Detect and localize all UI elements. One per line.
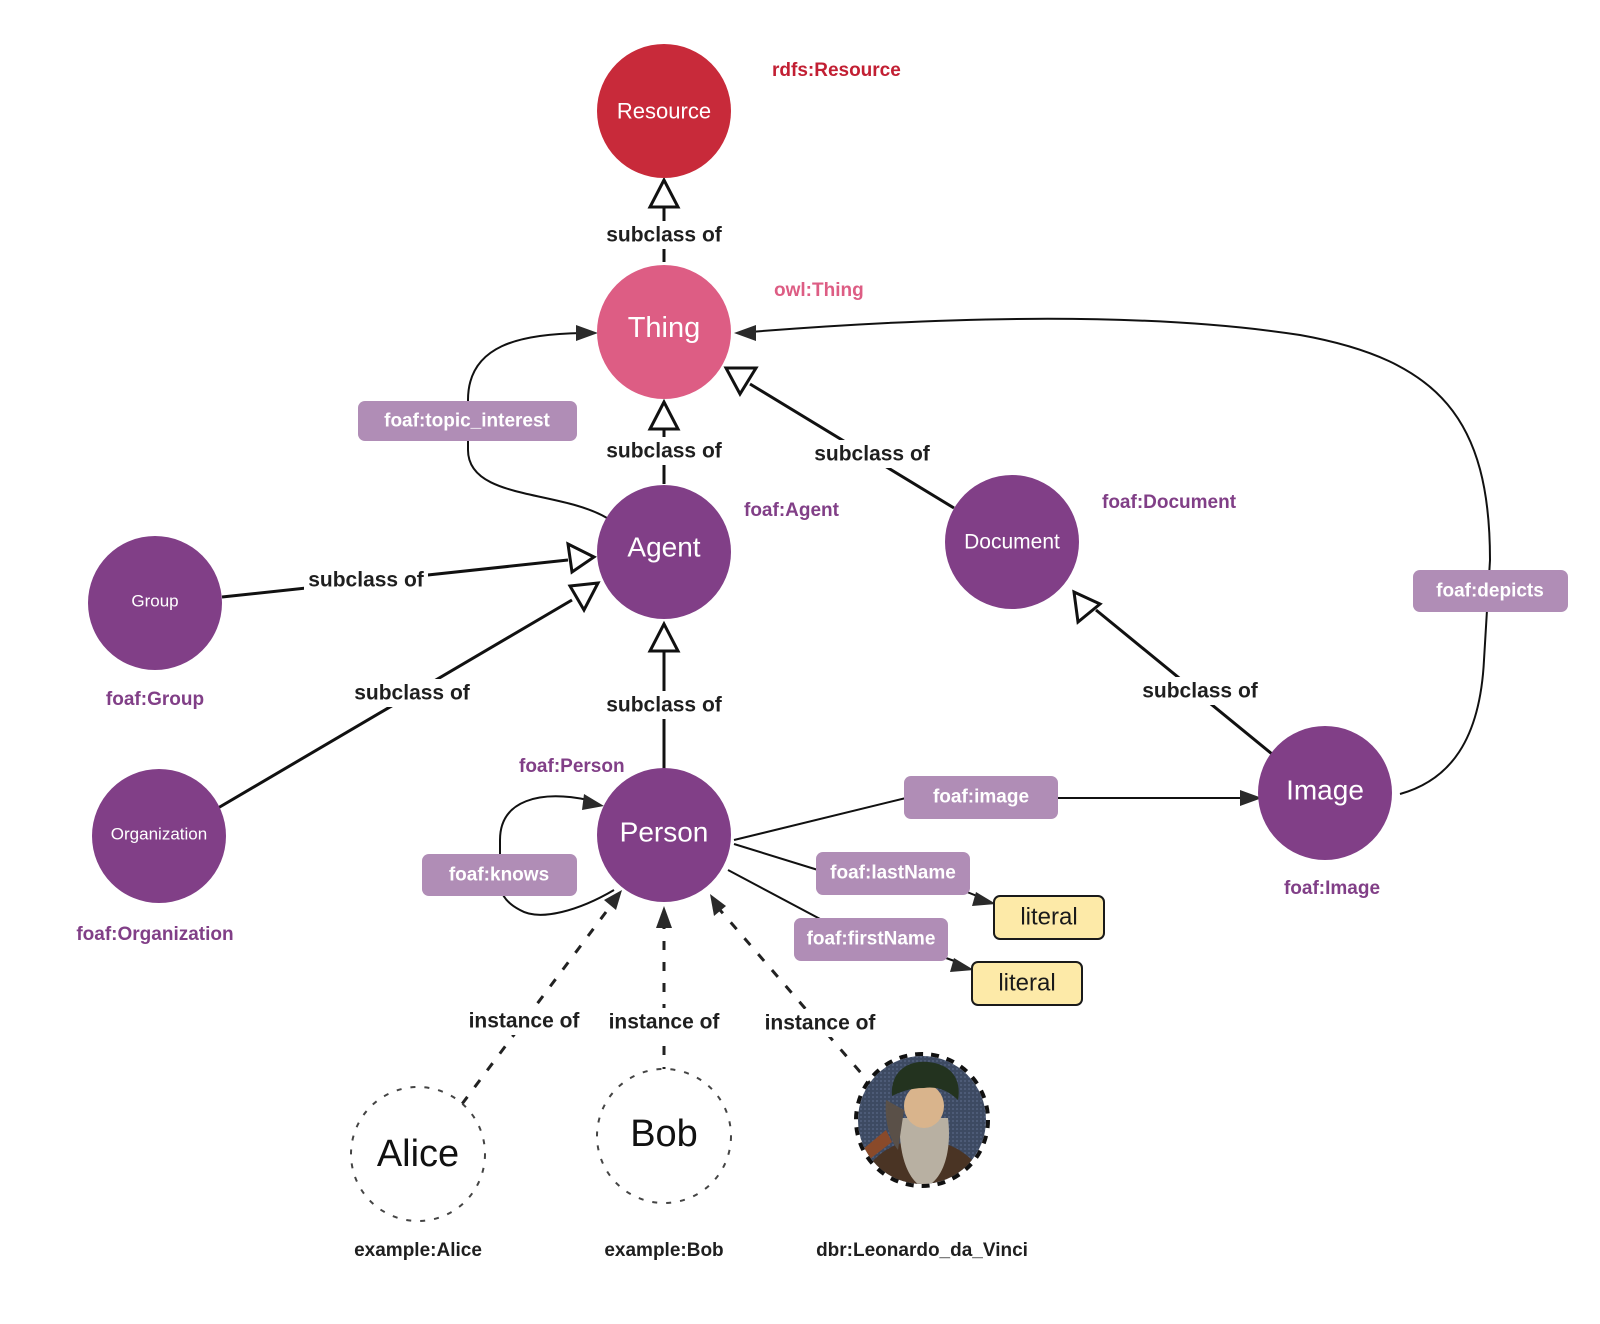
- arrowhead-icon: [734, 325, 756, 341]
- node-label: Thing: [628, 312, 701, 344]
- property-label: foaf:image: [933, 787, 1029, 808]
- arrowhead-icon: [582, 794, 604, 810]
- instance-alice[interactable]: Alice: [350, 1086, 486, 1222]
- hollow-arrowhead-icon: [647, 398, 681, 431]
- node-image[interactable]: Image: [1258, 726, 1392, 860]
- node-label: Agent: [627, 532, 700, 563]
- ns-label-resource: rdfs:Resource: [772, 60, 901, 81]
- ns-label-organization: foaf:Organization: [76, 924, 233, 945]
- node-label: Image: [1286, 775, 1364, 806]
- edge-label: subclass of: [814, 443, 931, 466]
- edge-knows: foaf:knows: [422, 794, 615, 916]
- edge-label: instance of: [469, 1010, 581, 1033]
- arrowhead-icon: [576, 325, 598, 341]
- edge-alice-instance-person: instance of: [460, 890, 622, 1105]
- property-depicts[interactable]: foaf:depicts: [1413, 570, 1568, 612]
- arrowhead-icon: [710, 894, 726, 916]
- arrowhead-icon: [604, 890, 622, 910]
- ns-label-bob: example:Bob: [604, 1240, 723, 1261]
- arrowhead-icon: [972, 892, 996, 906]
- edge-topic-interest: foaf:topic_interest: [358, 325, 608, 519]
- edge-leonardo-instance-person: instance of: [710, 894, 882, 1089]
- ns-label-thing: owl:Thing: [774, 280, 864, 301]
- property-label: foaf:lastName: [830, 863, 956, 884]
- node-label: Document: [964, 531, 1060, 554]
- arrowhead-icon: [656, 906, 672, 928]
- edge-last-name: foaf:lastName literal: [733, 843, 1105, 940]
- property-topic-interest[interactable]: foaf:topic_interest: [358, 401, 577, 441]
- edge-label: subclass of: [354, 682, 471, 705]
- ns-label-leonardo: dbr:Leonardo_da_Vinci: [816, 1240, 1028, 1261]
- edge-label: subclass of: [308, 569, 425, 592]
- edge-agent-subclass-thing: subclass of: [598, 398, 730, 484]
- literal-last-name: literal: [993, 895, 1105, 940]
- node-label: Person: [620, 817, 709, 848]
- edge-label: subclass of: [606, 224, 723, 247]
- property-label: foaf:firstName: [807, 929, 936, 950]
- edge-person-subclass-agent: subclass of: [598, 620, 730, 772]
- hollow-arrowhead-icon: [647, 620, 681, 653]
- ns-label-document: foaf:Document: [1102, 492, 1237, 513]
- arrowhead-icon: [1240, 790, 1262, 806]
- hollow-arrowhead-icon: [723, 366, 759, 398]
- node-thing[interactable]: Thing: [597, 265, 731, 399]
- edge-image: foaf:image: [733, 776, 1262, 841]
- node-label: Group: [131, 592, 178, 611]
- edge-label: instance of: [765, 1012, 877, 1035]
- literal-value: literal: [998, 970, 1055, 997]
- edge-first-name: foaf:firstName literal: [727, 869, 1083, 1006]
- node-label: Resource: [617, 99, 711, 124]
- edge-group-subclass-agent: subclass of: [221, 541, 597, 599]
- instance-label: Alice: [377, 1133, 459, 1175]
- ns-label-alice: example:Alice: [354, 1240, 482, 1261]
- hollow-arrowhead-icon: [1072, 589, 1103, 625]
- property-label: foaf:topic_interest: [384, 411, 550, 432]
- edge-depicts: foaf:depicts: [734, 317, 1568, 795]
- instance-bob[interactable]: Bob: [596, 1068, 732, 1204]
- node-group[interactable]: Group: [88, 536, 222, 670]
- property-label: foaf:depicts: [1436, 581, 1544, 602]
- edge-label: subclass of: [1142, 680, 1259, 703]
- edge-image-subclass-document: subclass of: [1072, 589, 1273, 756]
- node-label: Organization: [111, 825, 207, 844]
- edge-thing-subclass-resource: subclass of: [598, 176, 730, 262]
- edge-document-subclass-thing: subclass of: [723, 366, 955, 510]
- instance-leonardo[interactable]: [854, 1052, 990, 1190]
- instance-label: Bob: [630, 1113, 698, 1155]
- property-first-name[interactable]: foaf:firstName: [794, 918, 948, 961]
- hollow-arrowhead-icon: [567, 581, 601, 614]
- ns-label-image: foaf:Image: [1284, 878, 1380, 899]
- node-organization[interactable]: Organization: [92, 769, 226, 903]
- edge-bob-instance-person: instance of: [602, 906, 726, 1076]
- edge-organization-subclass-agent: subclass of: [217, 581, 601, 810]
- node-document[interactable]: Document: [945, 475, 1079, 609]
- edge-label: instance of: [609, 1011, 721, 1034]
- literal-first-name: literal: [971, 961, 1083, 1006]
- hollow-arrowhead-icon: [566, 541, 597, 575]
- property-last-name[interactable]: foaf:lastName: [816, 852, 970, 895]
- property-label: foaf:knows: [449, 865, 549, 886]
- node-person[interactable]: Person: [597, 768, 731, 902]
- arrowhead-icon: [950, 958, 974, 972]
- edge-label: subclass of: [606, 694, 723, 717]
- property-image[interactable]: foaf:image: [904, 776, 1058, 819]
- literal-value: literal: [1020, 904, 1077, 931]
- hollow-arrowhead-icon: [647, 176, 681, 209]
- ns-label-agent: foaf:Agent: [744, 500, 840, 521]
- edge-label: subclass of: [606, 440, 723, 463]
- node-resource[interactable]: Resource: [597, 44, 731, 178]
- node-agent[interactable]: Agent: [597, 485, 731, 619]
- property-knows[interactable]: foaf:knows: [422, 854, 577, 896]
- ns-label-person: foaf:Person: [519, 756, 625, 777]
- ns-label-group: foaf:Group: [106, 689, 204, 710]
